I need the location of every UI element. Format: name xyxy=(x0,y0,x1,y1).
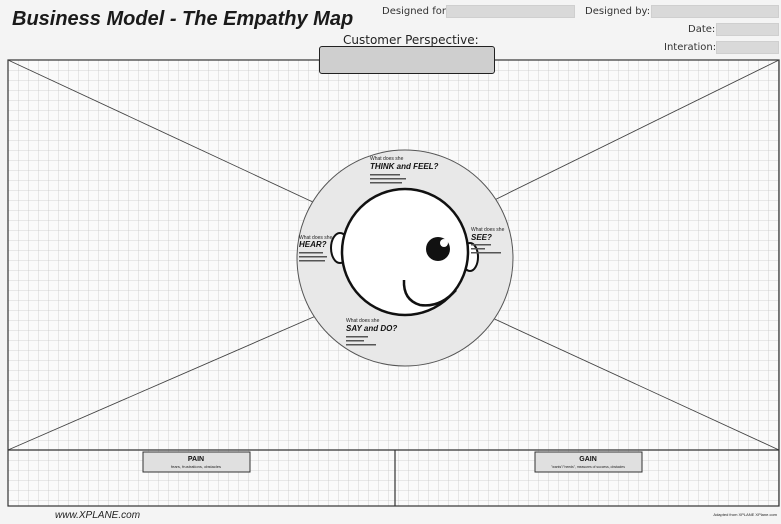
face-head xyxy=(340,187,470,317)
think-title: THINK and FEEL? xyxy=(370,162,439,171)
mouth-smile xyxy=(402,279,457,307)
footer-credit: Adapted from XPLANE XPlane.com xyxy=(713,512,777,517)
footer-url: www.XPLANE.com xyxy=(55,510,141,521)
hear-prompt: What does she xyxy=(299,235,333,241)
hear-notes xyxy=(299,252,327,262)
think-prompt: What does she xyxy=(370,156,404,162)
divider-top-left xyxy=(7,59,331,211)
date-field[interactable] xyxy=(716,23,779,36)
see-title: SEE? xyxy=(471,233,492,242)
gain-subtitle: "wants"/"needs", measures of success, ob… xyxy=(551,465,625,469)
designed-by-label: Designed by: xyxy=(585,6,651,17)
designed-by-field[interactable] xyxy=(651,5,779,18)
customer-perspective-label: Customer Perspective: xyxy=(343,33,479,47)
divider-bottom-right xyxy=(474,309,780,451)
date-label: Date: xyxy=(688,24,716,35)
eye-highlight xyxy=(440,239,448,247)
say-notes xyxy=(346,336,376,346)
gain-box: GAIN "wants"/"needs", measures of succes… xyxy=(534,451,643,473)
see-notes xyxy=(471,244,501,254)
say-title: SAY and DO? xyxy=(346,324,397,333)
pain-box: PAIN fears, frustrations, obstacles xyxy=(142,451,251,473)
hear-title: HEAR? xyxy=(299,240,327,249)
designed-for-field[interactable] xyxy=(446,5,575,18)
iteration-label: Interation: xyxy=(664,42,717,53)
customer-perspective-field[interactable] xyxy=(319,46,495,74)
pain-subtitle: fears, frustrations, obstacles xyxy=(171,464,221,469)
think-notes xyxy=(370,174,406,184)
divider-top-right xyxy=(469,59,780,213)
pain-title: PAIN xyxy=(188,456,204,463)
designed-for-label: Designed for: xyxy=(382,6,450,17)
page-title: Business Model - The Empathy Map xyxy=(12,8,354,30)
iteration-field[interactable] xyxy=(716,41,779,54)
say-prompt: What does she xyxy=(346,318,380,324)
divider-bottom-left xyxy=(7,311,326,451)
see-prompt: What does she xyxy=(471,227,505,233)
gain-title: GAIN xyxy=(579,456,597,463)
